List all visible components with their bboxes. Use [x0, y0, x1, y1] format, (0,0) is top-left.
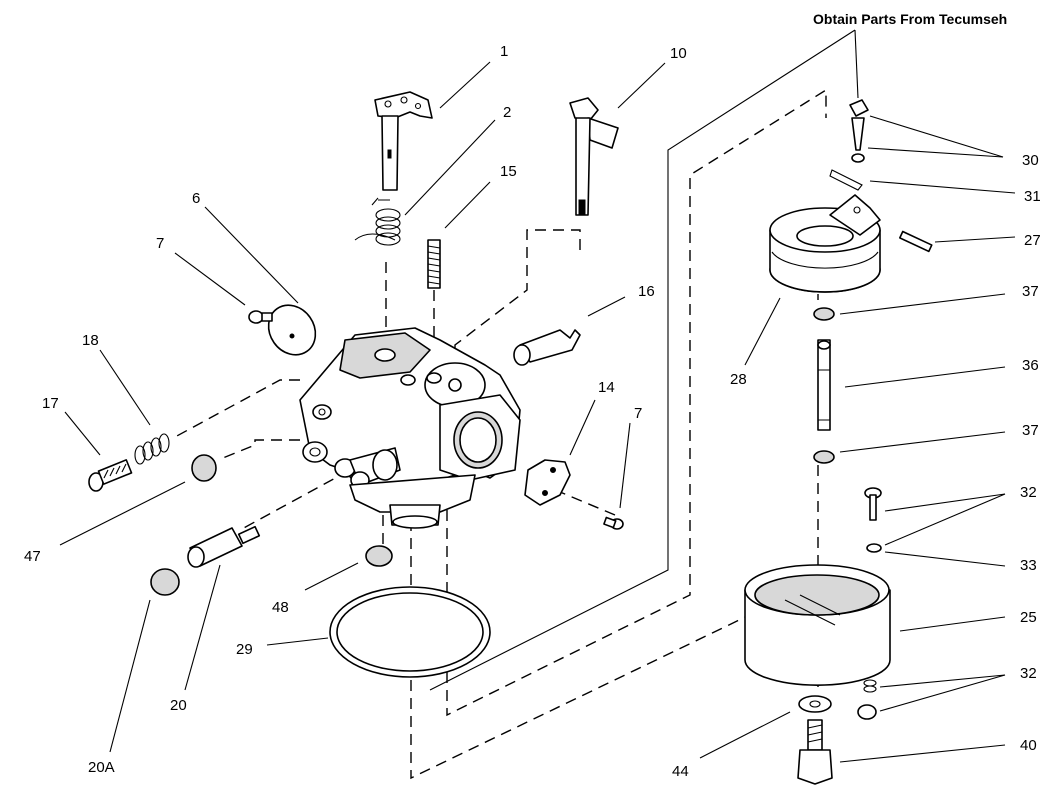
callout-20a: 20A	[88, 759, 115, 776]
part-37-ring-bottom	[813, 450, 835, 464]
callout-15: 15	[500, 163, 517, 180]
callout-10: 10	[670, 45, 687, 62]
part-14-plate	[524, 459, 571, 506]
callout-29: 29	[236, 641, 253, 658]
callout-30: 30	[1022, 152, 1039, 169]
callout-31: 31	[1024, 188, 1041, 205]
part-44-washer	[798, 695, 832, 713]
part-27-pin	[899, 230, 933, 253]
part-33-washer	[866, 543, 882, 553]
callout-36: 36	[1022, 357, 1039, 374]
part-7-screw-right	[603, 516, 624, 530]
part-17-screw	[88, 459, 133, 492]
callout-labels: 1 2 15 10 6 7 18 17 16 14 7 47 48 29 20 …	[24, 43, 1041, 780]
tecumseh-note: Obtain Parts From Tecumseh	[813, 11, 1007, 27]
part-32-spring-bottom	[857, 679, 877, 720]
tecumseh-bracket-lines	[429, 29, 856, 691]
part-25-float-bowl	[744, 564, 891, 686]
part-10-choke-shaft	[569, 97, 619, 216]
callout-7-right: 7	[634, 405, 642, 422]
part-16-fitting	[513, 329, 581, 366]
leader-lines	[59, 29, 1016, 763]
callout-27: 27	[1024, 232, 1041, 249]
callout-32-bottom: 32	[1020, 665, 1037, 682]
part-1-throttle-shaft	[374, 91, 433, 191]
part-36-tube	[817, 339, 831, 431]
callout-18: 18	[82, 332, 99, 349]
part-29-o-ring	[329, 586, 491, 678]
callout-44: 44	[672, 763, 689, 780]
callout-32-top: 32	[1020, 484, 1037, 501]
callout-14: 14	[598, 379, 615, 396]
part-20a-cap	[150, 568, 180, 596]
part-40-bolt	[797, 719, 833, 785]
callout-2: 2	[503, 104, 511, 121]
part-47-plug	[191, 454, 217, 482]
part-32-pin-top	[864, 487, 882, 521]
part-48-washer	[365, 545, 393, 567]
part-7-screw-left	[248, 310, 273, 324]
callout-40: 40	[1020, 737, 1037, 754]
part-31-clip	[829, 169, 863, 191]
callout-37-top: 37	[1022, 283, 1039, 300]
part-6-plate	[267, 304, 317, 356]
callout-20: 20	[170, 697, 187, 714]
callout-17: 17	[42, 395, 59, 412]
callout-28: 28	[730, 371, 747, 388]
part-18-spring	[134, 433, 170, 465]
part-37-ring-top	[813, 307, 835, 321]
callout-33: 33	[1020, 557, 1037, 574]
part-30-needle	[849, 99, 869, 163]
part-28-float	[769, 194, 881, 293]
part-15-spring	[427, 239, 441, 289]
callout-16: 16	[638, 283, 655, 300]
callout-6: 6	[192, 190, 200, 207]
callout-37-bottom: 37	[1022, 422, 1039, 439]
callout-7-left: 7	[156, 235, 164, 252]
carburetor-body	[299, 327, 521, 529]
callout-25: 25	[1020, 609, 1037, 626]
part-2-spring	[354, 197, 401, 246]
callout-47: 47	[24, 548, 41, 565]
callout-1: 1	[500, 43, 508, 60]
part-20-jet	[187, 525, 261, 568]
callout-48: 48	[272, 599, 289, 616]
